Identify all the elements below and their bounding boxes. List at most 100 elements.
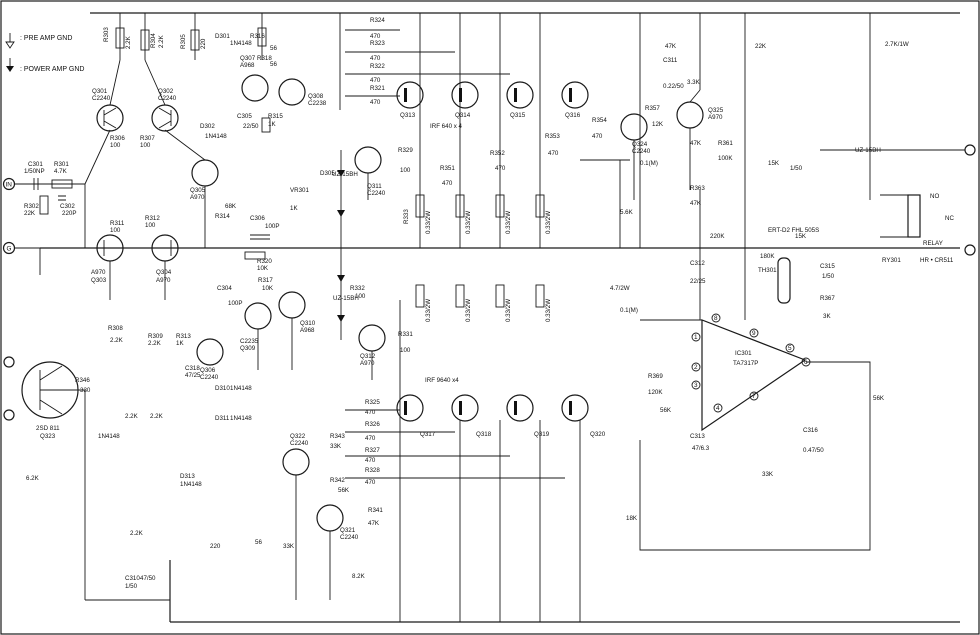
input-terminal[interactable]: IN <box>2 177 86 191</box>
svg-text:Q305: Q305 <box>190 187 206 194</box>
svg-text:2.7K/1W: 2.7K/1W <box>885 41 909 48</box>
svg-text:Q313: Q313 <box>400 112 416 119</box>
svg-text:47/6.3: 47/6.3 <box>692 445 710 452</box>
svg-text:A968: A968 <box>240 62 255 69</box>
svg-text:Q322: Q322 <box>290 433 306 440</box>
svg-text:NO: NO <box>930 193 939 200</box>
svg-text:10K: 10K <box>262 285 274 292</box>
svg-text:1: 1 <box>694 334 698 341</box>
svg-text:R331: R331 <box>398 331 413 338</box>
svg-text:C301: C301 <box>28 161 43 168</box>
svg-text:D311: D311 <box>215 415 230 422</box>
svg-text:6.2K: 6.2K <box>26 475 40 482</box>
svg-text:C302: C302 <box>60 203 75 210</box>
svg-text:1N4148: 1N4148 <box>98 433 120 440</box>
svg-text:R312: R312 <box>145 215 160 222</box>
svg-text:R327: R327 <box>365 447 380 454</box>
svg-text:47K: 47K <box>368 520 380 527</box>
svg-text:470: 470 <box>548 150 559 157</box>
svg-text:470: 470 <box>495 165 506 172</box>
svg-text:R341: R341 <box>368 507 383 514</box>
svg-text:Q306: Q306 <box>200 367 216 374</box>
legend-power-amp-gnd: : POWER AMP GND <box>20 66 84 73</box>
svg-text:7: 7 <box>752 393 756 400</box>
ic301: IC301 TA7317P 1 2 3 4 5 6 7 8 9 <box>691 313 811 432</box>
svg-text:A970: A970 <box>360 360 375 367</box>
thermistor-th301: ERT-D2 FHL 505S TH301 <box>758 227 819 304</box>
svg-text:R363: R363 <box>690 185 705 192</box>
svg-text:C2240: C2240 <box>92 95 111 102</box>
svg-text:220: 220 <box>210 543 221 550</box>
svg-text:33K: 33K <box>330 443 342 450</box>
relay-ry301: NO NC RELAY HR • CR511 RY301 <box>882 144 976 264</box>
svg-text:1N4148: 1N4148 <box>230 40 252 47</box>
svg-text:HR • CR511: HR • CR511 <box>920 257 954 264</box>
svg-text:120K: 120K <box>648 389 663 396</box>
svg-text:470: 470 <box>592 133 603 140</box>
svg-text:47K: 47K <box>690 200 702 207</box>
svg-text:Q310: Q310 <box>300 320 316 327</box>
mosfets-top: Q313 Q314 Q315 Q316 IRF 640 x 4 <box>396 81 589 130</box>
svg-text:18K: 18K <box>626 515 638 522</box>
svg-text:Q316: Q316 <box>565 112 581 119</box>
ground-terminal[interactable]: G <box>2 241 41 276</box>
svg-text:Q308: Q308 <box>308 93 324 100</box>
svg-text:0.33/2W: 0.33/2W <box>505 211 512 234</box>
svg-text:C312: C312 <box>690 260 705 267</box>
svg-text:R304: R304 <box>150 33 157 48</box>
wiring <box>40 59 965 601</box>
svg-text:Q309: Q309 <box>240 345 256 352</box>
svg-text:A970: A970 <box>91 269 106 276</box>
svg-text:33K: 33K <box>762 471 774 478</box>
svg-text:2: 2 <box>694 364 698 371</box>
svg-text:22/50: 22/50 <box>243 123 259 130</box>
svg-text:R342: R342 <box>330 477 345 484</box>
transistor-q309: C2235 Q309 <box>240 302 272 352</box>
power-rails <box>40 12 960 623</box>
resistors-top: R303 2.2K R304 2.2K R305 220 R316 56 <box>103 27 277 52</box>
svg-text:D305: D305 <box>320 170 335 177</box>
svg-text:470: 470 <box>365 457 376 464</box>
source-resistors-top: R333 0.33/2W 0.33/2W 0.33/2W 0.33/2W <box>403 194 552 234</box>
output-terminal-bottom[interactable] <box>964 244 976 256</box>
power-amp-gnd-icon <box>6 66 14 72</box>
svg-text:47/25: 47/25 <box>185 372 201 379</box>
svg-text:0.22/50: 0.22/50 <box>663 83 684 90</box>
svg-text:1K: 1K <box>268 121 276 128</box>
svg-text:Q312: Q312 <box>360 353 376 360</box>
transistor-q325: Q325 A970 <box>676 101 724 129</box>
svg-text:2.2K: 2.2K <box>130 530 144 537</box>
transistor-q311: Q311 C2240 <box>354 146 386 197</box>
svg-text:R321: R321 <box>370 85 385 92</box>
svg-text:Q323: Q323 <box>40 433 56 440</box>
svg-text:0.33/2W: 0.33/2W <box>545 299 552 322</box>
svg-text:0.33/2W: 0.33/2W <box>465 299 472 322</box>
svg-text:R311: R311 <box>110 220 125 227</box>
transistor-2sd811: 2SD 811 Q323 <box>3 356 79 440</box>
svg-text:IN: IN <box>6 182 13 189</box>
svg-text:0.33/2W: 0.33/2W <box>505 299 512 322</box>
svg-text:0.33/2W: 0.33/2W <box>425 299 432 322</box>
transistor-q308: Q308 C2238 <box>278 78 327 107</box>
svg-text:2.2K: 2.2K <box>158 34 165 48</box>
svg-text:C310: C310 <box>125 575 140 582</box>
svg-text:470: 470 <box>370 55 381 62</box>
output-terminal-top[interactable] <box>964 144 976 156</box>
svg-text:5: 5 <box>788 345 792 352</box>
svg-text:Q318: Q318 <box>476 431 492 438</box>
svg-text:3K: 3K <box>823 313 831 320</box>
svg-text:2SD 811: 2SD 811 <box>36 425 60 432</box>
svg-text:Q325: Q325 <box>708 107 724 114</box>
svg-text:UZ-15BH: UZ-15BH <box>855 147 881 154</box>
transistor-q322: Q322 C2240 <box>282 433 310 476</box>
svg-text:R307: R307 <box>140 135 155 142</box>
svg-text:100: 100 <box>355 293 366 300</box>
svg-text:R326: R326 <box>365 421 380 428</box>
svg-text:220P: 220P <box>62 210 76 217</box>
svg-text:R351: R351 <box>440 165 455 172</box>
svg-text:C2240: C2240 <box>200 374 219 381</box>
svg-text:RY301: RY301 <box>882 257 901 264</box>
legend: : PRE AMP GND : POWER AMP GND <box>5 33 84 73</box>
svg-text:Q303: Q303 <box>91 277 107 284</box>
